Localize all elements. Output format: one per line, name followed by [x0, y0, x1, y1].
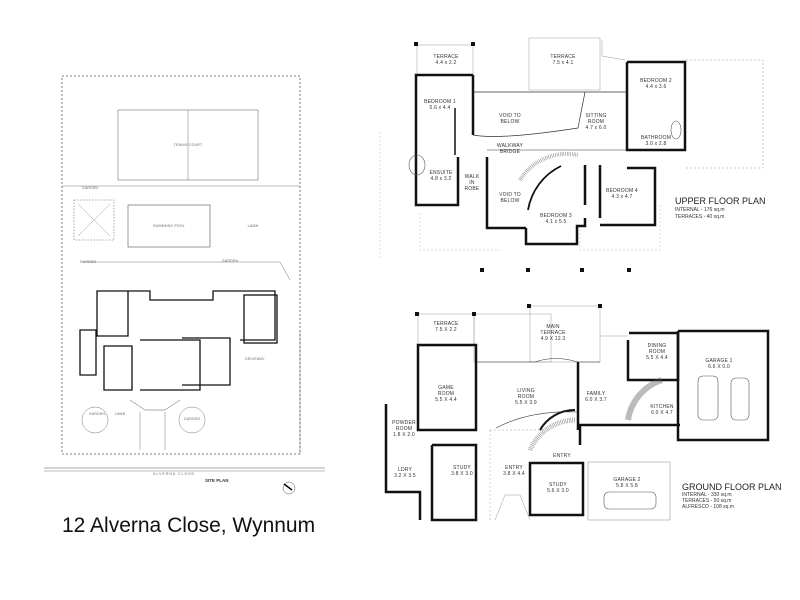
site-label-garden: GARDEN	[79, 260, 97, 264]
room-label: WALKWAY BRIDGE	[496, 143, 524, 155]
ground-floor-alfresco: ALFRESCO - 108 sq.m	[682, 504, 734, 510]
site-label-lawn: LAWN	[114, 412, 126, 416]
room-label: ENTRY	[553, 453, 571, 459]
ground-floor-plan	[384, 304, 770, 522]
room-label: WALK IN ROBE	[464, 174, 480, 192]
site-label-garden: GARDEN	[183, 417, 201, 421]
site-plan-title: SITE PLAN	[205, 478, 229, 483]
ground-floor-internal: INTERNAL - 330 sq.m	[682, 492, 732, 498]
site-label-garden: GARDEN	[88, 412, 106, 416]
site-label-driveway: DRIVEWAY	[245, 357, 265, 361]
upper-floor-plan	[379, 37, 764, 272]
property-address-title: 12 Alverna Close, Wynnum	[62, 514, 316, 537]
upper-floor-internal: INTERNAL - 176 sq.m	[675, 207, 725, 213]
upper-floor-terraces: TERRACES - 40 sq.m	[675, 214, 725, 220]
room-label: VOID TO BELOW	[499, 192, 521, 204]
ground-floor-terraces: TERRACES - 50 sq.m	[682, 498, 732, 504]
street-name: ALVERNA CLOSE	[153, 472, 195, 476]
site-label-tennis-court: TENNIS COURT	[173, 143, 203, 147]
site-label-garden: GARDEN	[221, 259, 239, 263]
car-icon	[603, 375, 750, 510]
room-label: VOID TO BELOW	[499, 113, 521, 125]
north-arrow-icon	[282, 481, 296, 495]
upper-floor-title: UPPER FLOOR PLAN	[675, 196, 766, 206]
site-label-swimming-pool: SWIMMING POOL	[153, 224, 185, 228]
site-plan	[44, 75, 325, 495]
site-label-garden: GARDEN	[81, 186, 99, 190]
site-label-lawn: LAWN	[247, 224, 259, 228]
swimming-pool	[127, 204, 211, 248]
ground-floor-title: GROUND FLOOR PLAN	[682, 482, 782, 492]
